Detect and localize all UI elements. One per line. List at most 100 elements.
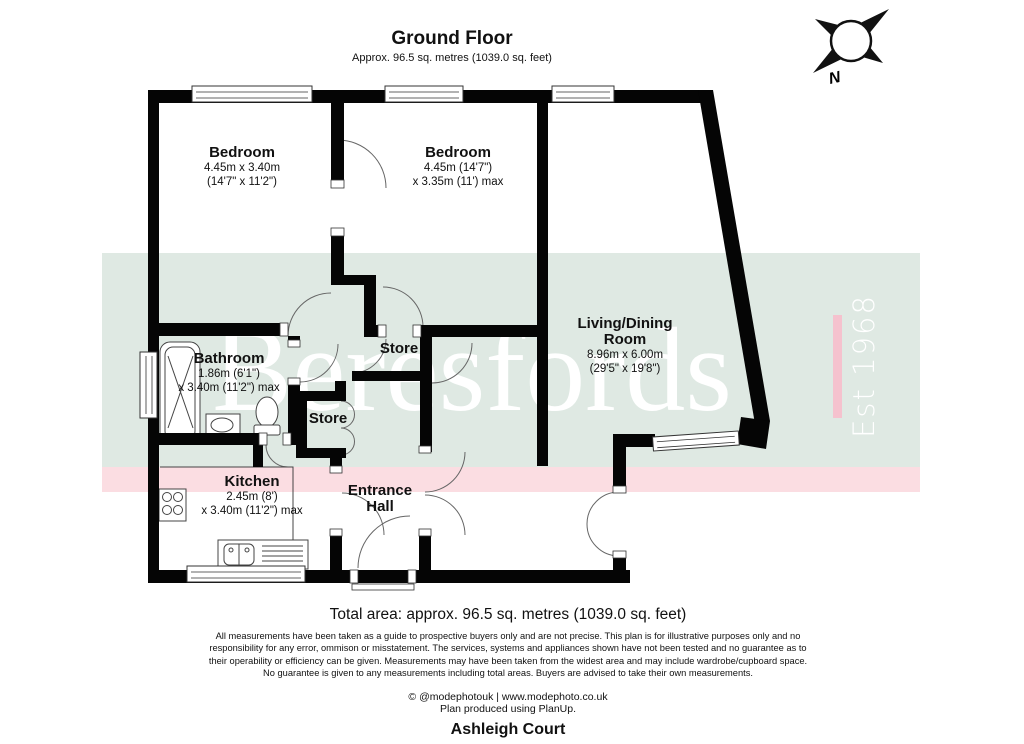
watermark-accent-bar — [833, 315, 842, 418]
room-label-entrance-hall: Entrance Hall — [348, 483, 412, 515]
room-dimensions: (29'5" x 19'8") — [589, 363, 661, 375]
room-name: Store — [308, 410, 348, 427]
door-jamb — [377, 324, 387, 338]
sink-tap — [228, 547, 234, 553]
door-arc — [287, 292, 332, 337]
room-name: Kitchen — [224, 473, 280, 490]
wall — [335, 381, 346, 393]
fixtures — [158, 341, 309, 570]
page-title: Ground Floor — [391, 28, 513, 49]
door-arc — [424, 451, 466, 493]
wall — [420, 337, 432, 452]
room-label-living-dining: Living/Dining Room 8.96m x 6.00m (29'5" … — [578, 316, 673, 376]
watermark-est-text: Est 1968 — [847, 294, 881, 438]
watermark-pink-band — [102, 467, 920, 492]
room-dimensions: 1.86m (6'1") — [198, 368, 260, 380]
door-jamb — [279, 322, 289, 337]
room-name: Hall — [366, 498, 394, 515]
wall — [352, 371, 420, 381]
photographer-credit: © @modephotouk | www.modephoto.co.uk — [408, 691, 608, 703]
room-name: Bathroom — [193, 350, 265, 367]
hob-burner — [173, 492, 183, 502]
hob — [158, 488, 187, 522]
wall — [537, 101, 548, 466]
door-jamb — [287, 377, 301, 386]
disclaimer-line: responsibility for any error, ommison or… — [209, 643, 807, 654]
room-name: Bedroom — [209, 144, 275, 161]
room-name: Store — [379, 340, 419, 357]
hob-burner — [173, 505, 183, 515]
plan-software-credit: Plan produced using PlanUp. — [439, 703, 577, 715]
room-name: Living/Dining — [577, 315, 673, 332]
window-angled — [651, 430, 740, 452]
wall — [613, 434, 626, 492]
door-arc — [341, 492, 385, 536]
bifold-door-arc — [340, 400, 355, 429]
wall — [296, 448, 346, 458]
door-jamb — [612, 550, 627, 559]
window-pane — [657, 441, 736, 449]
door-jamb — [329, 528, 343, 537]
wall-corner — [737, 417, 770, 449]
room-dimensions: 4.45m x 3.40m — [203, 162, 281, 174]
door-arc — [431, 342, 473, 384]
room-label-bathroom: Bathroom 1.86m (6'1") x 3.40m (11'2") ma… — [178, 351, 279, 395]
wall — [420, 325, 546, 337]
wall — [331, 275, 376, 285]
hob-burner — [162, 492, 172, 502]
door-jambs — [258, 179, 627, 591]
room-name: Bedroom — [425, 144, 491, 161]
wall — [148, 323, 288, 336]
room-dimensions: x 3.40m (11'2") max — [201, 505, 303, 517]
property-name: Ashleigh Court — [450, 721, 566, 738]
door-jamb — [418, 445, 432, 454]
disclaimer-line: No guarantee is given to any measurement… — [263, 668, 753, 679]
room-label-bedroom-2: Bedroom 4.45m (14'7") x 3.35m (11') max — [413, 145, 504, 189]
wall-diagonal — [698, 90, 770, 424]
bathtub-line — [167, 355, 194, 429]
wall — [331, 234, 344, 285]
room-label-store-lower: Store — [309, 411, 347, 427]
wall — [148, 433, 266, 445]
door-jamb — [349, 569, 359, 584]
door-arc — [424, 494, 466, 536]
window-pane — [656, 435, 735, 443]
window — [384, 85, 464, 103]
room-dimensions: x 3.35m (11') max — [412, 176, 504, 188]
room-label-bedroom-1: Bedroom 4.45m x 3.40m (14'7" x 11'2") — [204, 145, 280, 189]
door-jamb — [258, 432, 268, 446]
door-arcs — [265, 139, 620, 569]
double-door-arc — [586, 491, 620, 525]
wall — [364, 275, 376, 337]
wall — [296, 391, 307, 458]
sink-tap — [244, 547, 250, 553]
window — [186, 565, 306, 583]
front-door-threshold — [351, 583, 415, 591]
compass-circle — [829, 19, 873, 63]
room-dimensions: x 3.40m (11'2") max — [178, 382, 280, 394]
wall — [331, 101, 344, 187]
wall — [613, 556, 626, 583]
door-jamb — [407, 569, 417, 584]
front-door-arc — [357, 515, 411, 569]
total-area-text: Total area: approx. 96.5 sq. metres (103… — [329, 606, 687, 623]
wall — [253, 445, 263, 467]
door-arc — [299, 343, 339, 383]
room-name: Entrance — [347, 482, 413, 499]
door-jamb — [287, 339, 301, 348]
room-name: Room — [603, 331, 647, 348]
kitchen-counter — [160, 466, 294, 541]
door-arc — [337, 139, 387, 189]
room-label-kitchen: Kitchen 2.45m (8') x 3.40m (11'2") max — [201, 474, 302, 518]
disclaimer-line: All measurements have been taken as a gu… — [215, 631, 801, 641]
wall — [330, 535, 342, 575]
door-jamb — [330, 227, 345, 237]
compass-north-label: N — [827, 69, 842, 88]
toilet-icon — [255, 396, 279, 428]
compass-rose-icon: N — [813, 9, 889, 88]
door-jamb — [412, 324, 422, 338]
window — [139, 351, 158, 419]
window — [651, 430, 740, 452]
window — [551, 85, 615, 103]
